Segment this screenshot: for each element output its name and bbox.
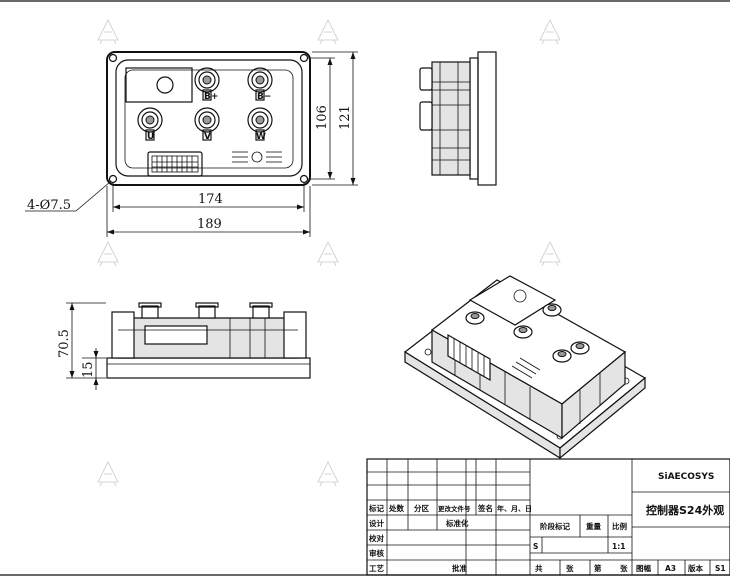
tb-standardize: 标准化 xyxy=(445,518,469,528)
dim-174: 174 xyxy=(198,192,223,207)
side-terminal-3 xyxy=(249,302,273,319)
label-v: V xyxy=(204,132,211,142)
title-block xyxy=(366,458,730,576)
tb-version-value: S1 xyxy=(715,564,726,573)
tb-approve: 批准 xyxy=(452,563,467,573)
tb-format-value: A3 xyxy=(665,564,676,573)
tb-total-prefix: 共 xyxy=(535,563,543,573)
label-b-plus: B+ xyxy=(204,92,218,102)
label-window xyxy=(125,67,193,103)
iso-terminal-3 xyxy=(513,325,533,339)
signal-connector xyxy=(147,151,203,177)
tb-change-doc: 更改文件号 xyxy=(438,504,471,513)
side-dimensions xyxy=(66,302,106,390)
watermark-pattern xyxy=(97,18,561,487)
mount-hole-br xyxy=(299,174,309,184)
label-w: W xyxy=(256,132,266,142)
tb-weight: 重量 xyxy=(586,521,601,531)
tb-format-label: 图幅 xyxy=(636,563,651,573)
tb-design: 设计 xyxy=(369,518,384,528)
dim-121: 121 xyxy=(338,105,353,130)
front-view: B+ B− U V W xyxy=(106,51,311,186)
iso-logo-marks xyxy=(511,357,541,379)
isometric-view xyxy=(403,275,647,460)
mount-hole-bl xyxy=(108,174,118,184)
dim-70-5: 70.5 xyxy=(57,329,72,358)
tb-stage-mark: 阶段标记 xyxy=(540,521,570,531)
tb-version-label: 版本 xyxy=(687,563,703,573)
tb-sign: 签名 xyxy=(477,503,493,513)
label-u: U xyxy=(147,132,154,142)
side-terminal-1 xyxy=(138,302,162,319)
tb-mark: 标记 xyxy=(368,503,384,513)
tb-sheet-unit2: 张 xyxy=(620,564,628,573)
tb-drawing-title: 控制器S24外观 xyxy=(646,503,724,517)
tb-sheet-prefix: 第 xyxy=(594,563,602,573)
iso-terminal-1 xyxy=(465,311,485,325)
tb-review: 审核 xyxy=(369,548,384,558)
tb-sheet-unit: 张 xyxy=(566,564,574,573)
terminal-u xyxy=(137,107,163,141)
dim-189: 189 xyxy=(197,217,222,232)
side-view-right xyxy=(419,51,497,186)
terminal-v xyxy=(194,107,220,141)
tb-proof: 校对 xyxy=(369,533,384,543)
iso-terminal-2 xyxy=(542,303,562,317)
mount-hole-tr xyxy=(299,53,309,63)
terminal-b-plus xyxy=(194,67,220,101)
dim-106: 106 xyxy=(315,105,330,130)
side-view-bottom xyxy=(106,302,311,379)
front-dimensions xyxy=(25,51,358,237)
tb-scale-value: 1:1 xyxy=(612,542,625,551)
tb-zone: 分区 xyxy=(414,503,429,513)
dim-15: 15 xyxy=(81,361,96,378)
terminal-w xyxy=(247,107,273,141)
tb-count: 处数 xyxy=(388,503,404,513)
tb-date: 年、月、日 xyxy=(497,504,532,513)
iso-terminal-4 xyxy=(570,341,590,355)
tb-scale-label: 比例 xyxy=(612,521,627,531)
dim-holes: 4-Ø7.5 xyxy=(27,198,71,213)
mount-hole-tl xyxy=(108,53,118,63)
terminal-b-minus xyxy=(247,67,273,101)
logo-marks xyxy=(232,151,282,163)
tb-process: 工艺 xyxy=(369,563,384,573)
iso-terminal-5 xyxy=(552,349,572,363)
side-terminal-2 xyxy=(195,302,219,319)
label-b-minus: B− xyxy=(257,92,271,102)
tb-stage-value: S xyxy=(533,542,538,551)
tb-company: SiAECOSYS xyxy=(658,472,714,482)
